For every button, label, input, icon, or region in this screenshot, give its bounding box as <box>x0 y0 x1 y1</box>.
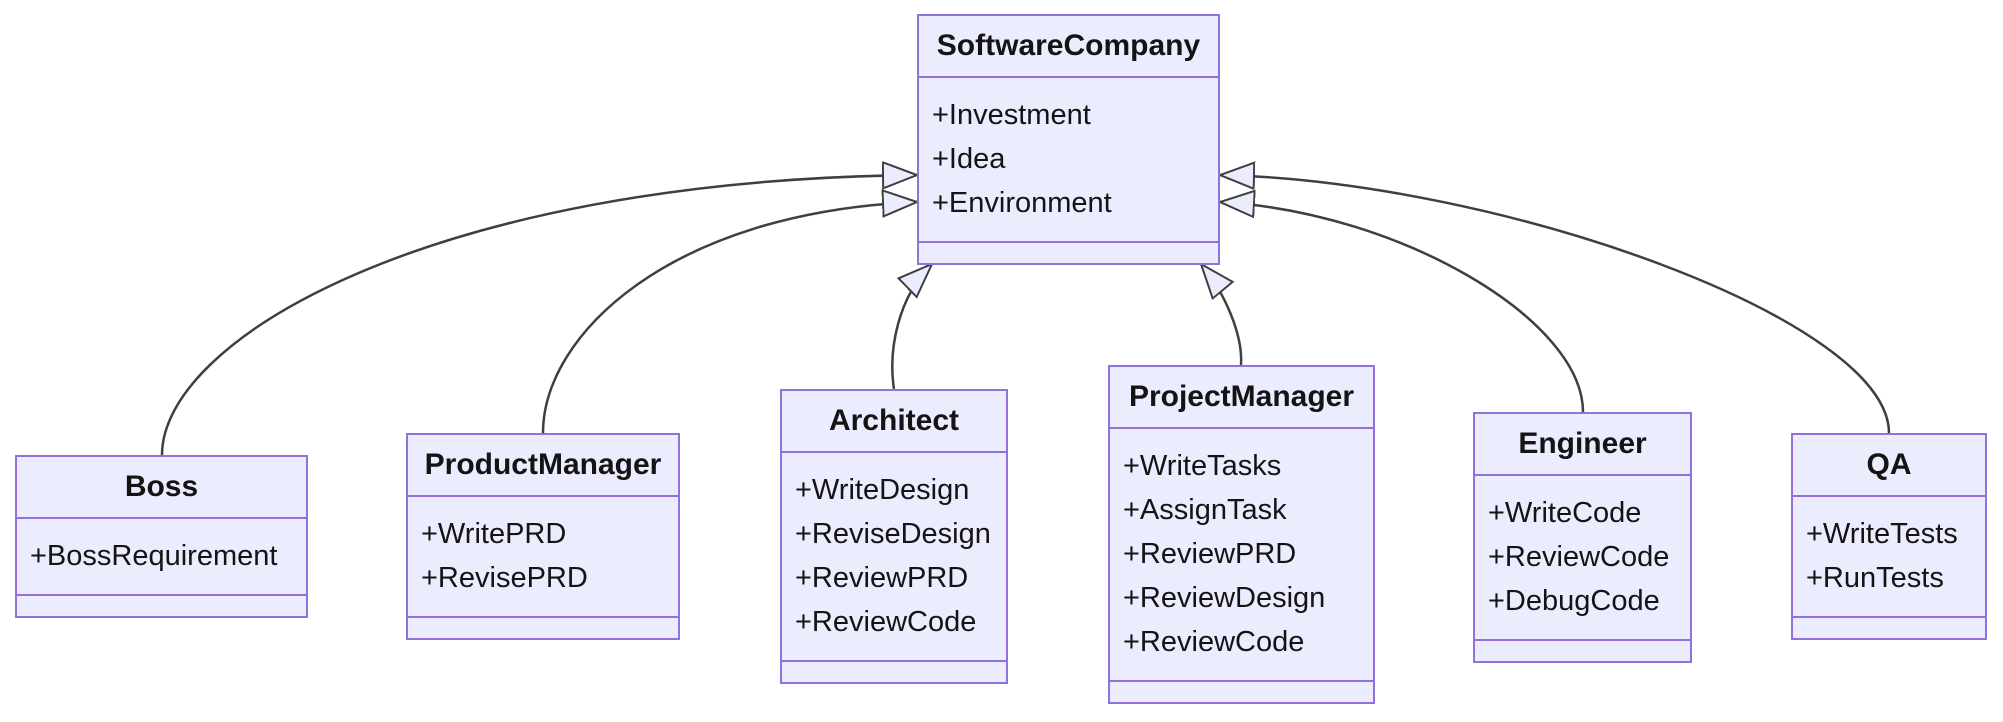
edge-architect-inheritance <box>891 264 932 390</box>
class-attribute: +RevisePRD <box>421 562 588 594</box>
class-attribute: +Idea <box>932 143 1006 175</box>
class-attribute: +AssignTask <box>1123 494 1287 526</box>
class-methods-empty <box>1110 682 1373 702</box>
class-attribute: +WriteTests <box>1806 518 1958 550</box>
class-box-engineer: Engineer +WriteCode +ReviewCode +DebugCode <box>1473 412 1692 663</box>
class-attributes: +WritePRD +RevisePRD <box>408 497 678 618</box>
class-attribute: +BossRequirement <box>30 540 278 572</box>
class-title: Architect <box>782 391 1006 453</box>
class-title: ProductManager <box>408 435 678 497</box>
class-attribute: +ReviewCode <box>795 606 977 638</box>
class-methods-empty <box>408 618 678 638</box>
class-attributes: +WriteTasks +AssignTask +ReviewPRD +ReviewD… <box>1110 429 1373 682</box>
class-attribute: +ReviewCode <box>1123 626 1305 658</box>
class-box-boss: Boss +BossRequirement <box>15 455 308 618</box>
class-attributes: +WriteDesign +ReviseDesign +ReviewPRD +Revi… <box>782 453 1006 662</box>
class-methods-empty <box>17 596 306 616</box>
class-title: QA <box>1793 435 1985 497</box>
class-box-qa: QA +WriteTests +RunTests <box>1791 433 1987 640</box>
class-attribute: +WriteTasks <box>1123 450 1282 482</box>
class-methods-empty <box>1475 641 1690 661</box>
class-attribute: +ReviseDesign <box>795 518 991 550</box>
class-methods-empty <box>919 243 1218 263</box>
class-attributes: +WriteTests +RunTests <box>1793 497 1985 618</box>
class-attribute: +WritePRD <box>421 518 567 550</box>
class-attribute: +ReviewPRD <box>1123 538 1297 570</box>
class-methods-empty <box>782 662 1006 682</box>
class-attribute: +WriteCode <box>1488 497 1642 529</box>
class-title: Boss <box>17 457 306 519</box>
class-title: ProjectManager <box>1110 367 1373 429</box>
class-attribute: +ReviewDesign <box>1123 582 1326 614</box>
class-box-architect: Architect +WriteDesign +ReviseDesign +Revi… <box>780 389 1008 684</box>
edge-projectmanager-inheritance <box>1201 264 1243 366</box>
class-attribute: +Investment <box>932 99 1091 131</box>
edge-engineer-inheritance <box>1220 202 1585 413</box>
class-box-softwarecompany: SoftwareCompany +Investment +Idea +Environ… <box>917 14 1220 265</box>
class-attributes: +WriteCode +ReviewCode +DebugCode <box>1475 476 1690 641</box>
class-box-productmanager: ProductManager +WritePRD +RevisePRD <box>406 433 680 640</box>
class-box-projectmanager: ProjectManager +WriteTasks +AssignTask +Re… <box>1108 365 1375 704</box>
class-title: Engineer <box>1475 414 1690 476</box>
class-attributes: +BossRequirement <box>17 519 306 596</box>
class-title: SoftwareCompany <box>919 16 1218 78</box>
class-attribute: +RunTests <box>1806 562 1944 594</box>
edge-qa-inheritance <box>1220 175 1891 434</box>
class-attribute: +WriteDesign <box>795 474 970 506</box>
class-attribute: +ReviewCode <box>1488 541 1670 573</box>
class-attribute: +Environment <box>932 187 1112 219</box>
class-attributes: +Investment +Idea +Environment <box>919 78 1218 243</box>
class-attribute: +DebugCode <box>1488 585 1660 617</box>
class-attribute: +ReviewPRD <box>795 562 969 594</box>
class-methods-empty <box>1793 618 1985 638</box>
edge-productmanager-inheritance <box>541 202 917 434</box>
edge-boss-inheritance <box>160 175 917 456</box>
